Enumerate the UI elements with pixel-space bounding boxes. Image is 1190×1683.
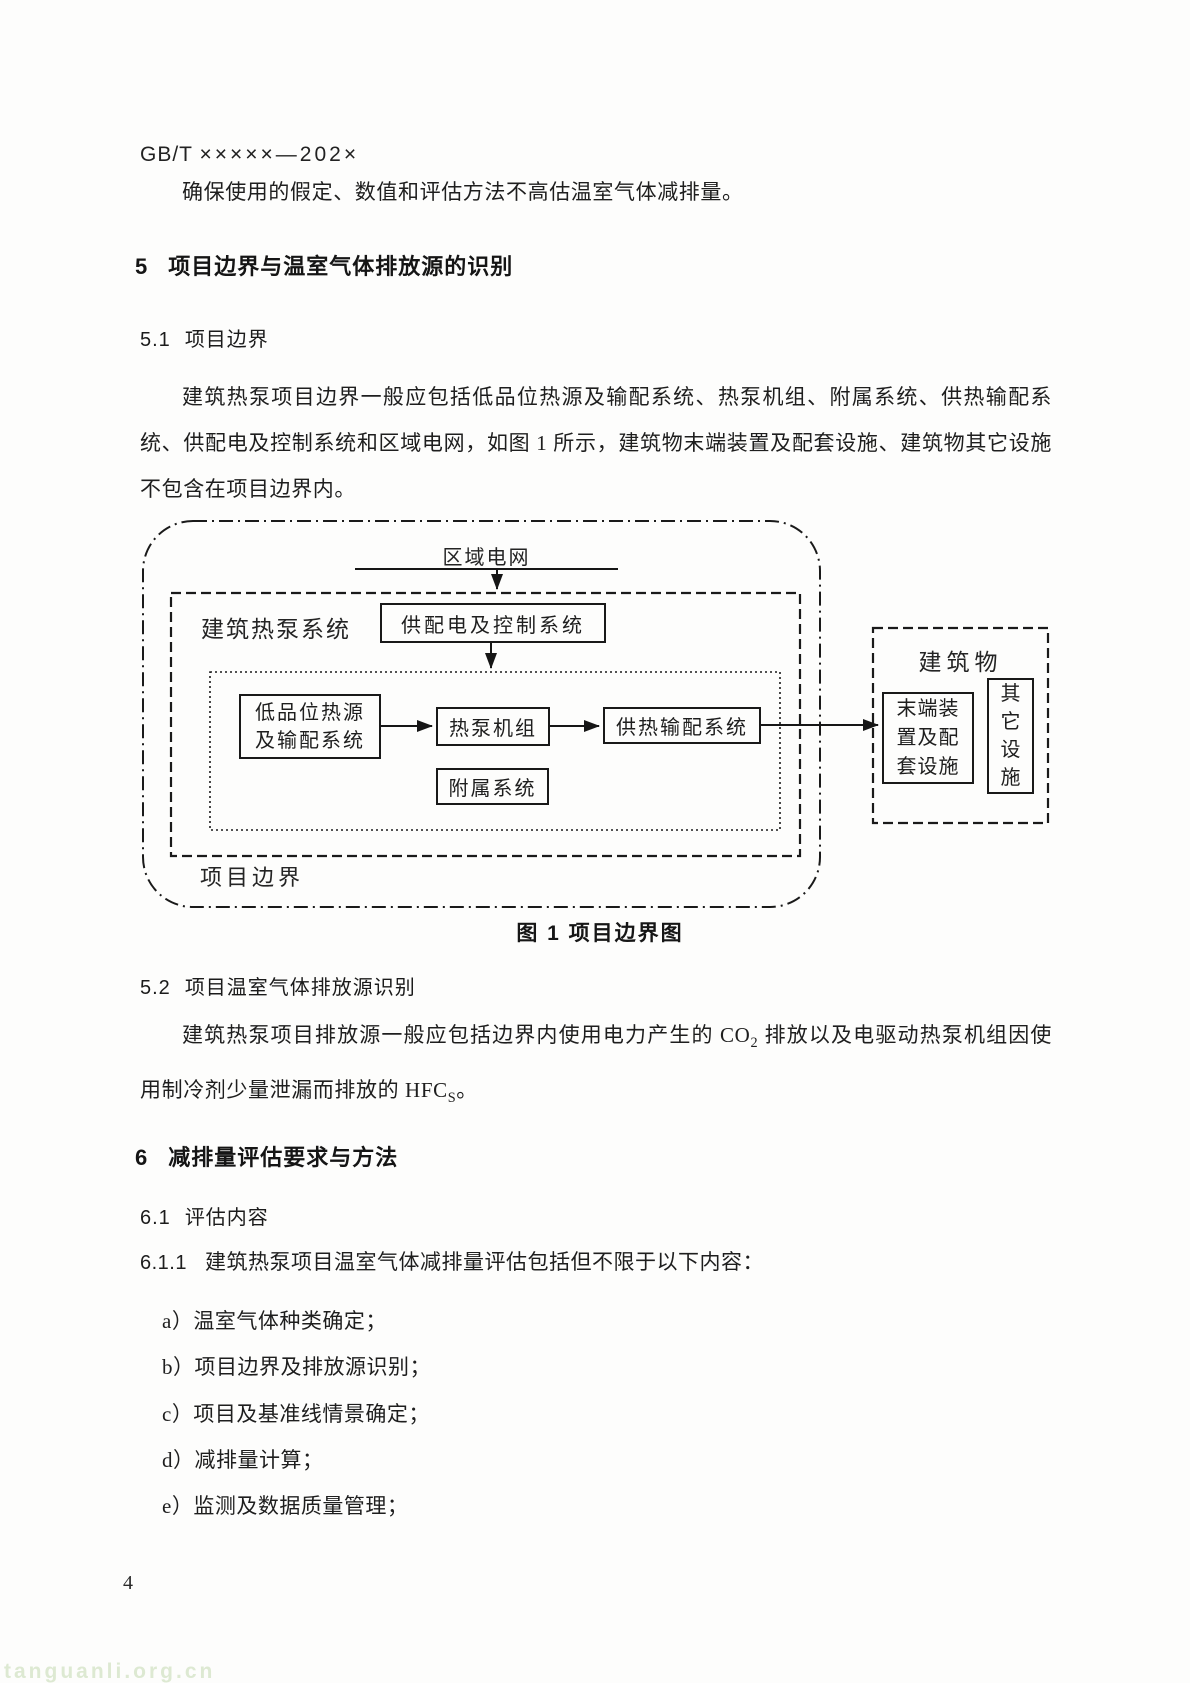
box-heat-pump-unit: 热泵机组 — [436, 707, 550, 746]
low-grade-line2: 及输配系统 — [255, 729, 365, 752]
standard-code-suffix: ×××××—202× — [199, 143, 360, 166]
box-power-supply-control-system: 供配电及控制系统 — [380, 603, 606, 643]
heading-6-title: 减排量评估要求与方法 — [168, 1145, 399, 1170]
list-item-b: b）项目边界及排放源识别； — [162, 1355, 431, 1379]
heading-6-1-number: 6.1 — [140, 1207, 171, 1229]
box-low-grade-heat-source: 低品位热源及输配系统 — [239, 694, 381, 759]
heading-5-title: 项目边界与温室气体排放源的识别 — [168, 254, 514, 279]
heading-5-2-number: 5.2 — [140, 977, 171, 999]
heading-6-1: 6.1 评估内容 — [140, 1201, 269, 1230]
list-item-e: e）监测及数据质量管理； — [162, 1494, 409, 1518]
box-other-facilities: 其它设施 — [987, 678, 1034, 794]
label-regional-grid: 区域电网 — [442, 547, 531, 569]
intro-paragraph: 确保使用的假定、数值和评估方法不高估温室气体减排量。 — [182, 180, 744, 204]
p52-part1: 建筑热泵项目排放源一般应包括边界内使用电力产生的 CO — [182, 1023, 751, 1047]
standard-code: GB/T ×××××—202× — [140, 143, 359, 167]
box-terminal-devices: 末端装置及配套设施 — [882, 692, 974, 784]
heading-5-1-title: 项目边界 — [184, 329, 269, 351]
heading-6: 6 减排量评估要求与方法 — [135, 1140, 398, 1172]
heading-5-1-number: 5.1 — [140, 329, 171, 351]
co2-subscript: 2 — [750, 1035, 759, 1052]
box-low-grade-heat-source-text: 低品位热源及输配系统 — [255, 699, 365, 755]
label-project-boundary: 项目边界 — [200, 865, 305, 890]
heading-6-number: 6 — [135, 1145, 149, 1170]
list-item-a: a）温室气体种类确定； — [162, 1309, 387, 1333]
clause-6-1-1-text: 建筑热泵项目温室气体减排量评估包括但不限于以下内容： — [204, 1250, 764, 1274]
heading-5-2-title: 项目温室气体排放源识别 — [184, 977, 416, 999]
clause-6-1-1-number: 6.1.1 — [140, 1252, 187, 1274]
watermark: tanguanli.org.cn — [4, 1660, 216, 1683]
heading-5-number: 5 — [135, 254, 149, 279]
box-heat-supply-distribution: 供热输配系统 — [603, 707, 761, 744]
box-auxiliary-system: 附属系统 — [436, 768, 549, 805]
p52-part3: 。 — [456, 1078, 478, 1103]
low-grade-line1: 低品位热源 — [255, 701, 365, 724]
page-number: 4 — [123, 1572, 133, 1594]
heading-5: 5 项目边界与温室气体排放源的识别 — [135, 249, 513, 281]
box-terminal-devices-text: 末端装置及配套设施 — [896, 697, 960, 778]
figure-caption: 图 1 项目边界图 — [516, 922, 684, 945]
heading-5-2: 5.2 项目温室气体排放源识别 — [140, 971, 416, 1000]
label-heat-pump-system: 建筑热泵系统 — [201, 617, 351, 642]
paragraph-5-2: 建筑热泵项目排放源一般应包括边界内使用电力产生的 CO2 排放以及电驱动热泵机组… — [140, 1012, 1052, 1122]
figure-linework — [142, 520, 1050, 908]
hfc-subscript: S — [447, 1090, 457, 1107]
list-item-d: d）减排量计算； — [162, 1448, 324, 1472]
p52-part2: 排放以及电驱动热泵机组因使用制冷剂少量泄漏而排放的 HFC — [140, 1023, 1052, 1103]
list-item-c: c）项目及基准线情景确定； — [162, 1402, 430, 1426]
clause-6-1-1: 6.1.1 建筑热泵项目温室气体减排量评估包括但不限于以下内容： — [140, 1246, 764, 1276]
standard-code-prefix: GB/T — [140, 143, 193, 166]
figure-project-boundary: 区域电网 建筑热泵系统 项目边界 建筑物 供配电及控制系统 低品位热源及输配系统… — [0, 519, 1190, 911]
heading-6-1-title: 评估内容 — [184, 1207, 269, 1229]
label-building: 建筑物 — [918, 650, 1003, 675]
paragraph-5-1: 建筑热泵项目边界一般应包括低品位热源及输配系统、热泵机组、附属系统、供热输配系统… — [140, 385, 1052, 501]
box-other-facilities-text: 其它设施 — [1000, 683, 1021, 789]
heading-5-1: 5.1 项目边界 — [140, 323, 269, 352]
